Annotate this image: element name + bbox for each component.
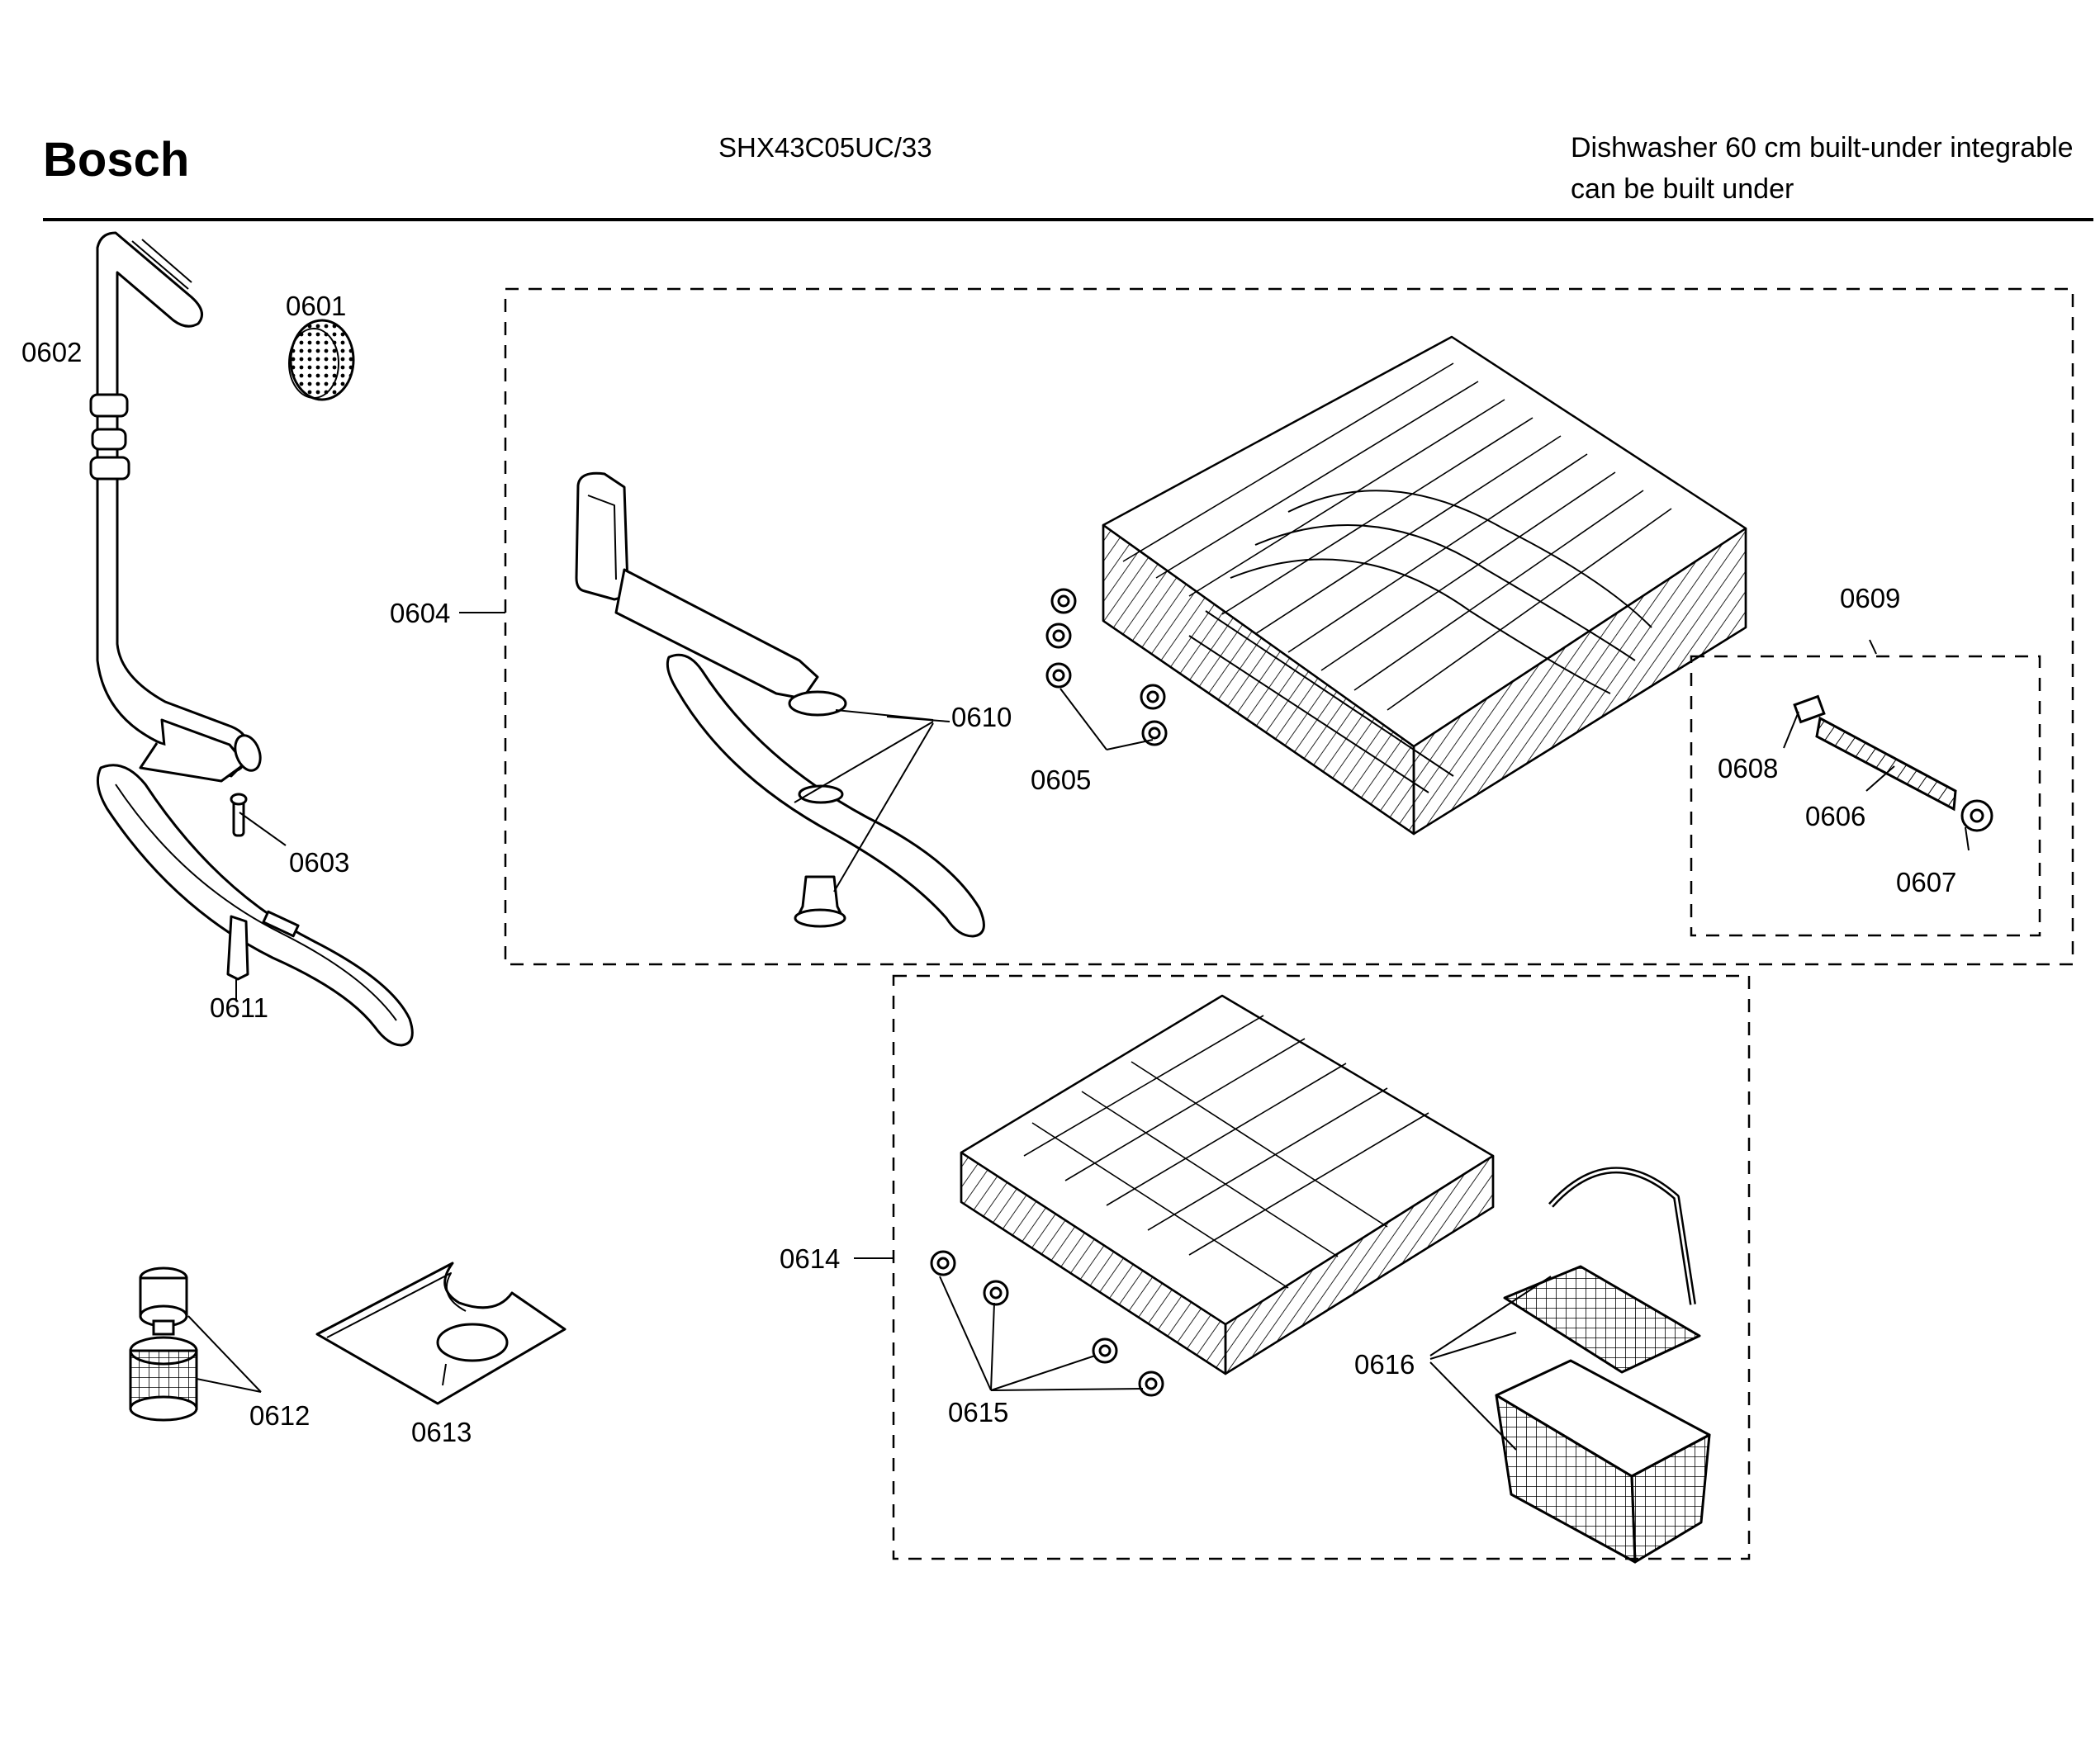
part-label-0605: 0605 bbox=[1031, 765, 1092, 795]
part-label-0616: 0616 bbox=[1354, 1349, 1415, 1380]
upper-spray-arm-assembly bbox=[575, 471, 985, 938]
part-label-0610: 0610 bbox=[951, 702, 1012, 732]
product-description-line1: Dishwasher 60 cm built-under integrable bbox=[1571, 132, 2074, 163]
part-label-0613: 0613 bbox=[411, 1417, 472, 1447]
part-label-0601: 0601 bbox=[286, 291, 347, 321]
upper-rack-group-box bbox=[504, 287, 2074, 966]
model-number: SHX43C05UC/33 bbox=[718, 132, 932, 163]
upper-rack-basket bbox=[1102, 335, 1747, 836]
part-label-0609: 0609 bbox=[1840, 583, 1901, 613]
cover-plate bbox=[315, 1262, 566, 1405]
product-description-line2: can be built under bbox=[1571, 173, 1794, 205]
rack-adjuster-group-box bbox=[1690, 655, 2041, 937]
leader-lines bbox=[187, 612, 1970, 1451]
lower-spray-arm bbox=[96, 764, 414, 1047]
part-label-0615: 0615 bbox=[948, 1397, 1009, 1427]
header-divider bbox=[43, 218, 2093, 221]
upper-rack-rollers bbox=[1045, 588, 1168, 746]
brand-title: Bosch bbox=[43, 133, 190, 187]
lower-rack-group-box bbox=[892, 974, 1751, 1560]
part-label-0607: 0607 bbox=[1896, 867, 1957, 897]
screw bbox=[230, 793, 248, 837]
part-label-0614: 0614 bbox=[780, 1243, 841, 1274]
part-label-0608: 0608 bbox=[1718, 753, 1779, 784]
part-label-0602: 0602 bbox=[21, 337, 83, 367]
rack-adjuster-parts bbox=[1793, 694, 1993, 832]
spray-head bbox=[288, 319, 355, 401]
part-label-0603: 0603 bbox=[289, 847, 350, 878]
part-label-0606: 0606 bbox=[1805, 801, 1866, 831]
part-label-0611: 0611 bbox=[210, 992, 268, 1023]
lower-rack-rollers bbox=[930, 1250, 1164, 1397]
lower-rack-basket bbox=[960, 994, 1495, 1375]
spray-supply-pipe bbox=[89, 231, 262, 783]
part-label-0604: 0604 bbox=[390, 598, 451, 628]
part-label-0612: 0612 bbox=[249, 1400, 310, 1431]
cutlery-basket bbox=[1495, 1167, 1711, 1564]
filter-assembly bbox=[129, 1266, 198, 1422]
